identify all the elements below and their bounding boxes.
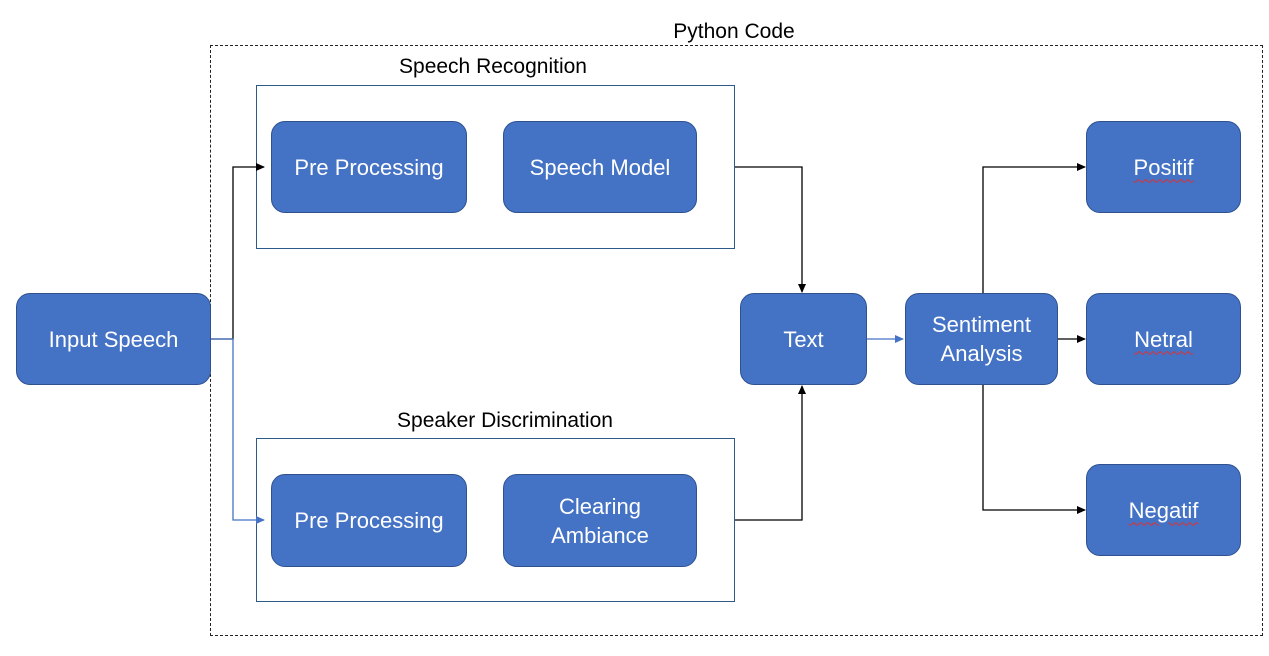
netral-node: Netral (1086, 293, 1241, 385)
text-node: Text (740, 293, 867, 385)
clearing-ambiance-node: Clearing Ambiance (503, 474, 697, 567)
sr-pre-processing-node: Pre Processing (271, 121, 467, 213)
netral-label: Netral (1134, 326, 1193, 352)
edge-speech-recognition-to-text (735, 166, 806, 293)
sd-pre-processing-label: Pre Processing (294, 508, 444, 533)
sentiment-analysis-label-line1: Sentiment (931, 312, 1032, 337)
edge-sentiment-to-positif (982, 163, 1086, 293)
python-code-label: Python Code (673, 20, 795, 43)
negatif-node: Negatif (1086, 464, 1241, 556)
sd-pre-processing-node: Pre Processing (271, 474, 467, 567)
edge-speaker-discrimination-to-text (735, 385, 806, 521)
clearing-ambiance-label-line2: Ambiance (551, 522, 649, 548)
positif-node: Positif (1086, 121, 1241, 213)
sr-pre-processing-label: Pre Processing (294, 154, 444, 180)
text-label: Text (783, 326, 824, 352)
sentiment-analysis-label-line2: Analysis (940, 341, 1023, 366)
speech-model-label: Speech Model (529, 154, 671, 180)
clearing-ambiance-label-line1: Clearing (559, 493, 641, 519)
input-speech-node: Input Speech (16, 293, 211, 385)
negatif-label: Negatif (1128, 497, 1199, 523)
speech-recognition-label: Speech Recognition (399, 55, 587, 78)
sentiment-analysis-node: Sentiment Analysis (905, 293, 1058, 385)
edge-sentiment-to-negatif (982, 385, 1086, 514)
input-speech-label: Input Speech (48, 326, 179, 352)
edge-input-to-speech-recognition (210, 163, 265, 340)
positif-label: Positif (1133, 154, 1194, 180)
edge-input-to-speaker-discrimination (210, 338, 265, 524)
speaker-discrimination-label: Speaker Discrimination (397, 409, 613, 432)
speech-model-node: Speech Model (503, 121, 697, 213)
